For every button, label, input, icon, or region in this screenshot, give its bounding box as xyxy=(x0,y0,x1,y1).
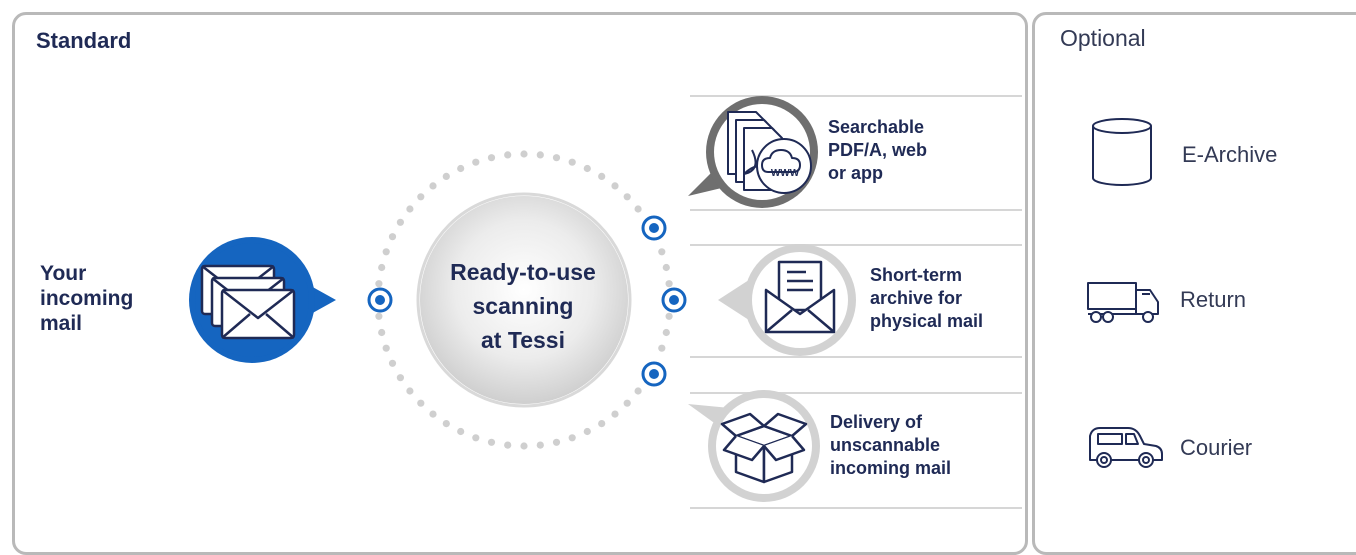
diagram-stage: WWW xyxy=(12,12,1356,555)
optional-label-courier: Courier xyxy=(1180,435,1253,460)
hub-ring-dot xyxy=(568,158,576,166)
hub-ring-dot xyxy=(406,205,414,213)
hub-ring-dot xyxy=(457,427,465,436)
hub-ring-dot xyxy=(634,387,642,395)
hub-ring-dot xyxy=(442,420,450,428)
hub-ring-dot xyxy=(520,442,528,450)
node-left xyxy=(367,287,393,313)
envelopes-icon xyxy=(200,264,296,340)
standard-row-lines xyxy=(690,95,1022,509)
hub-ring-dot xyxy=(634,205,642,213)
hub-ring-dot xyxy=(552,438,561,446)
hub-ring-dot xyxy=(536,441,544,449)
hub-ring-dot xyxy=(429,182,437,190)
truck-icon xyxy=(1087,282,1159,323)
www-badge-text: WWW xyxy=(771,168,800,179)
output-label-archive: Short-term archive for physical mail xyxy=(870,264,983,333)
hub-ring-dot xyxy=(662,328,670,337)
optional-label-earchive: E-Archive xyxy=(1182,142,1278,167)
hub-ring-dot xyxy=(375,280,383,288)
connector-nodes xyxy=(367,215,687,387)
diagram-artwork: WWW xyxy=(189,95,1356,509)
optional-label-return: Return xyxy=(1180,287,1247,312)
hub-label-line: scanning xyxy=(472,293,574,319)
hub-ring-dot xyxy=(388,233,397,241)
document-cloud-icon: WWW xyxy=(727,111,812,194)
incoming-mail-label: Your incoming mail xyxy=(40,261,133,336)
output-label-line: or app xyxy=(828,163,884,183)
hub-ring-dot xyxy=(487,154,496,162)
optional-row-lines xyxy=(1035,95,1356,509)
node-right xyxy=(661,287,687,313)
output-label-line: archive for xyxy=(870,288,963,308)
output-label-line: PDF/A, web xyxy=(828,140,928,160)
hub-ring-dot xyxy=(396,218,404,226)
hub-ring-dot xyxy=(417,193,425,201)
incoming-mail-line: Your xyxy=(40,262,87,285)
hub-ring-dot xyxy=(598,172,606,180)
optional-panel xyxy=(1032,12,1356,555)
hub-ring-dot xyxy=(623,193,631,201)
output-label-line: Delivery of xyxy=(830,412,923,432)
scanning-hub-label: Ready-to-use scanning at Tessi xyxy=(418,255,628,357)
optional-panel-title: Optional xyxy=(1060,25,1146,51)
output-label-line: incoming mail xyxy=(830,458,952,478)
hub-ring-dot xyxy=(552,154,561,162)
box-icon xyxy=(720,412,808,484)
hub-ring-dot xyxy=(568,434,576,442)
hub-ring-dot xyxy=(457,164,465,173)
hub-ring-dot xyxy=(388,359,397,367)
output-label-line: physical mail xyxy=(870,311,984,331)
hub-ring-dot xyxy=(378,263,386,272)
hub-ring-dot xyxy=(375,312,383,320)
car-icon xyxy=(1089,427,1163,468)
hub-ring-dot xyxy=(662,263,670,272)
open-envelope-icon xyxy=(764,260,836,334)
output-label-line: unscannable xyxy=(830,435,941,455)
incoming-mail-line: mail xyxy=(40,312,83,335)
hub-ring-dot xyxy=(396,374,404,382)
hub-ring-dot xyxy=(536,151,544,159)
hub-ring-dot xyxy=(472,158,480,166)
incoming-mail-line: incoming xyxy=(40,287,134,310)
node-bottom xyxy=(641,361,667,387)
scanning-hub xyxy=(375,150,673,450)
hub-ring-dot xyxy=(658,344,666,352)
hub-ring-dot xyxy=(406,387,414,395)
output-label-line: Short-term xyxy=(870,265,963,285)
hub-ring-dot xyxy=(611,182,619,190)
hub-ring-dot xyxy=(658,248,666,256)
hub-label-line: Ready-to-use xyxy=(450,259,596,285)
hub-ring-dot xyxy=(442,172,450,180)
hub-ring-dot xyxy=(583,427,591,436)
hub-ring-dot xyxy=(598,420,606,428)
hub-ring-dot xyxy=(429,410,437,418)
hub-ring-dot xyxy=(583,164,591,173)
hub-label-line: at Tessi xyxy=(481,327,565,353)
hub-ring-dot xyxy=(665,312,673,320)
hub-ring-dot xyxy=(382,248,390,256)
node-top xyxy=(641,215,667,241)
hub-ring-dot xyxy=(611,410,619,418)
hub-dot-ring xyxy=(375,150,673,450)
standard-panel-title: Standard xyxy=(36,28,132,53)
hub-ring-dot xyxy=(487,438,496,446)
output-label-pdf: Searchable PDF/A, web or app xyxy=(828,116,927,185)
database-cylinder-icon xyxy=(1092,118,1152,186)
hub-ring-dot xyxy=(504,151,512,159)
output-label-delivery: Delivery of unscannable incoming mail xyxy=(830,411,951,480)
hub-ring-dot xyxy=(623,399,631,407)
hub-ring-dot xyxy=(382,344,390,352)
hub-ring-dot xyxy=(504,441,512,449)
hub-ring-dot xyxy=(520,150,528,158)
hub-ring-dot xyxy=(472,434,480,442)
hub-ring-dot xyxy=(378,328,386,337)
output-label-line: Searchable xyxy=(828,117,925,137)
hub-ring-dot xyxy=(417,399,425,407)
hub-ring-dot xyxy=(665,280,673,288)
